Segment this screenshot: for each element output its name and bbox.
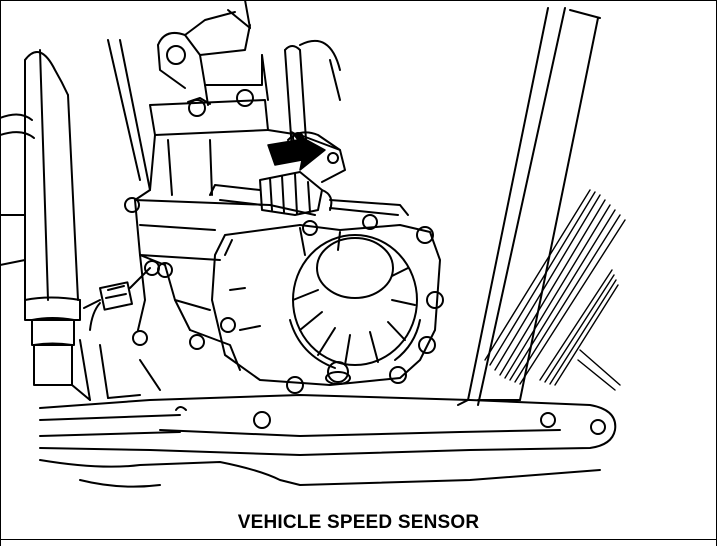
lower-left-structure xyxy=(71,339,161,401)
circular-cover xyxy=(289,234,421,369)
housing-cover xyxy=(211,224,441,386)
crossmember xyxy=(39,394,617,488)
left-cylinder xyxy=(0,49,81,386)
caption-rule xyxy=(0,539,717,540)
wiring-connector xyxy=(83,267,151,331)
transmission-housing xyxy=(124,129,341,371)
hose xyxy=(107,39,341,191)
engine-mount xyxy=(149,0,269,136)
hatched-panel xyxy=(484,189,626,391)
sensor-arrow xyxy=(267,131,326,171)
vehicle-speed-sensor xyxy=(209,131,409,216)
cover-bolts xyxy=(286,214,444,394)
diagram-caption: VEHICLE SPEED SENSOR xyxy=(237,512,480,533)
frame-rails xyxy=(457,7,601,406)
